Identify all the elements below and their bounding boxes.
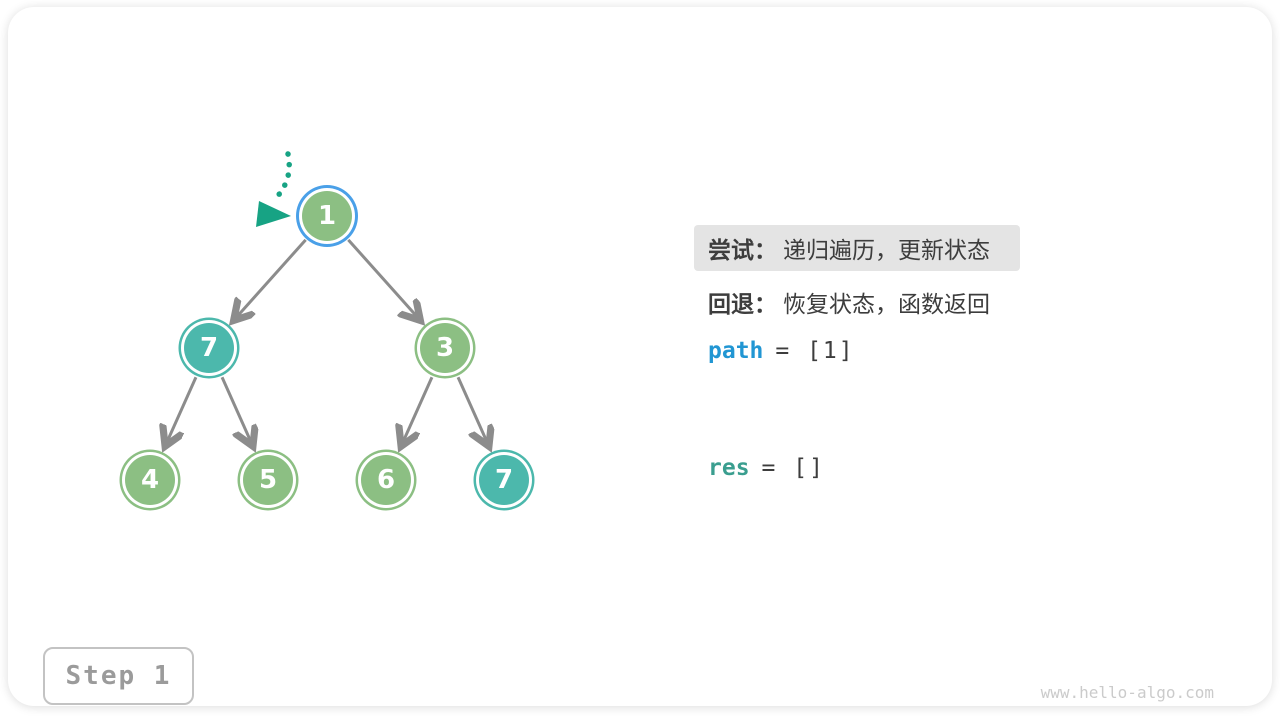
res-value: = [] — [761, 455, 825, 481]
back-text: 恢复状态，函数返回 — [783, 291, 990, 317]
tree-node: 7 — [479, 455, 529, 505]
slide-card: 1 7 3 4 5 6 7 尝试：递归遍历，更新状态 回退：恢复状态，函数返回 path = … — [8, 7, 1272, 706]
step-badge-label: Step 1 — [65, 661, 172, 691]
tree-edge — [347, 238, 420, 321]
tree-node: 7 — [184, 323, 234, 373]
tree-node-current: 1 — [302, 191, 352, 241]
try-annotation: 尝试：递归遍历，更新状态 — [694, 225, 1020, 271]
path-variable-line: path = [1] — [708, 331, 855, 371]
tree-edge — [165, 376, 198, 446]
tree-edge — [234, 238, 307, 321]
res-variable-line: res = [] — [708, 448, 825, 488]
path-value: = [1] — [775, 338, 855, 364]
back-annotation: 回退：恢复状态，函数返回 — [694, 279, 1004, 325]
try-label: 尝试： — [708, 237, 777, 263]
tree-node: 4 — [125, 455, 175, 505]
tree-edge — [456, 376, 489, 446]
step-badge: Step 1 — [43, 647, 194, 705]
tree-node: 6 — [361, 455, 411, 505]
tree-node: 3 — [420, 323, 470, 373]
tree-edge — [220, 376, 253, 446]
try-text: 递归遍历，更新状态 — [783, 237, 990, 263]
back-label: 回退： — [708, 291, 777, 317]
tree-edge — [401, 376, 434, 446]
current-pointer-arrow — [256, 151, 292, 227]
res-keyword: res — [708, 455, 750, 481]
path-keyword: path — [708, 338, 764, 364]
tree-node: 5 — [243, 455, 293, 505]
watermark: www.hello-algo.com — [1040, 683, 1214, 702]
